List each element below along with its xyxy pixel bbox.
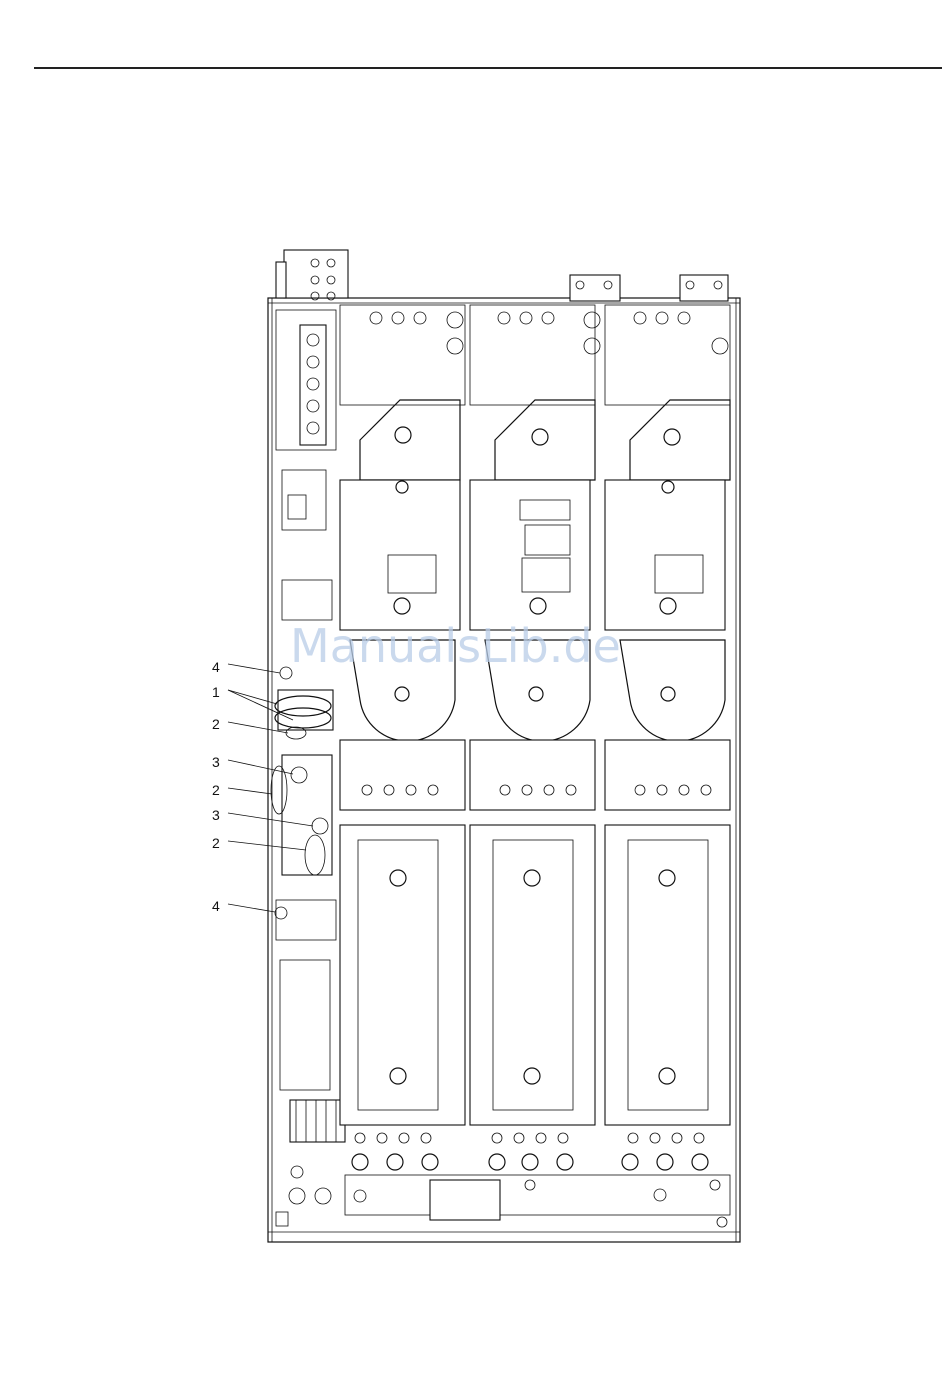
callout-2-c: 2: [212, 835, 220, 851]
busbar-bracket-left: [276, 250, 348, 300]
callout-4-top: 4: [212, 659, 220, 675]
callout-2-b: 2: [212, 782, 220, 798]
callout-3-b: 3: [212, 807, 220, 823]
busbar-bracket-right: [680, 275, 728, 301]
power-module-3: [605, 305, 730, 1170]
control-panel: [271, 310, 345, 1226]
callout-3-a: 3: [212, 754, 220, 770]
callout-1: 1: [212, 684, 220, 700]
watermark: ManualsLib.de: [290, 619, 621, 673]
power-module-2: [470, 305, 600, 1170]
bottom-terminals: [345, 1175, 730, 1227]
power-module-1: [340, 305, 465, 1170]
callout-4-bottom: 4: [212, 898, 220, 914]
busbar-bracket-middle: [570, 275, 620, 301]
callout-2-a: 2: [212, 716, 220, 732]
